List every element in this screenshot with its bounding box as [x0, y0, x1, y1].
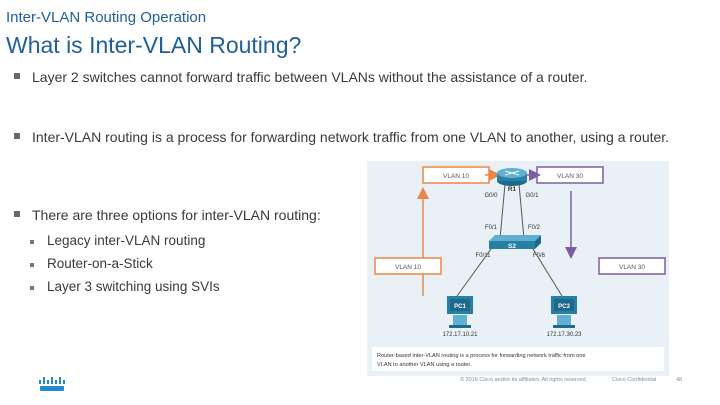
vlan30-top-label: VLAN 30: [557, 173, 583, 180]
pc1-label: PC1: [454, 304, 466, 310]
vlan10-mid-label: VLAN 10: [395, 264, 421, 271]
option-text: Legacy inter-VLAN routing: [47, 233, 206, 248]
switch-icon: [489, 235, 541, 249]
footer-classification: Cisco Confidential: [612, 377, 657, 383]
option-marker: [30, 240, 34, 244]
link-line: [456, 248, 492, 297]
switch-interface-label: F0/6: [533, 253, 546, 259]
switch-interface-label: F0/2: [528, 225, 541, 231]
vlan10-mid-box: [374, 257, 442, 275]
caption-text: VLAN to another VLAN using a router.: [377, 362, 472, 368]
pc3-icon: [551, 296, 577, 328]
bullet-marker: [14, 73, 20, 79]
section-subtitle: Inter-VLAN Routing Operation: [6, 9, 207, 26]
router-icon: [497, 168, 527, 186]
bullet-item: There are three options for inter-VLAN r…: [14, 206, 354, 224]
bullet-text: Layer 2 switches cannot forward traffic …: [32, 69, 588, 85]
link-line: [499, 183, 506, 240]
footer-copyright: © 2016 Cisco and/or its affiliates. All …: [460, 377, 588, 383]
pc3-label: PC3: [558, 304, 570, 310]
switch-interface-label: F0/1: [485, 225, 498, 231]
bullet-item: Layer 2 switches cannot forward traffic …: [14, 68, 694, 86]
bullet-marker: [14, 211, 20, 217]
switch-label: S2: [508, 243, 516, 250]
router-interface-label: G0/1: [525, 193, 539, 199]
option-marker: [30, 286, 34, 290]
router-label: R1: [508, 186, 517, 193]
caption-text: Router-based inter-VLAN routing is a pro…: [377, 353, 586, 359]
router-interface-label: G0/0: [484, 193, 498, 199]
inter-vlan-diagram: VLAN 10 VLAN 30 R1 G0/0 G0/1 S2 F0/1 F0/…: [367, 161, 669, 376]
option-text: Router-on-a-Stick: [47, 256, 153, 271]
link-line: [518, 183, 525, 240]
option-item: Legacy inter-VLAN routing: [30, 233, 205, 248]
vlan30-mid-box: [598, 257, 666, 275]
link-line: [532, 248, 563, 297]
page-title: What is Inter-VLAN Routing?: [6, 32, 302, 58]
option-item: Layer 3 switching using SVIs: [30, 279, 220, 294]
cisco-logo: [39, 377, 65, 391]
bullet-item: Inter-VLAN routing is a process for forw…: [14, 128, 694, 146]
caption-box: [372, 347, 664, 371]
pc3-ip: 172.17.30.23: [546, 332, 582, 338]
pc1-icon: [447, 296, 473, 328]
footer-page-number: 48: [676, 377, 683, 383]
pc1-ip: 172.17.10.21: [442, 332, 478, 338]
vlan10-top-label: VLAN 10: [443, 173, 469, 180]
bullet-text: Inter-VLAN routing is a process for forw…: [32, 129, 670, 145]
option-marker: [30, 263, 34, 267]
bullet-marker: [14, 133, 20, 139]
option-text: Layer 3 switching using SVIs: [47, 279, 220, 294]
option-item: Router-on-a-Stick: [30, 256, 153, 271]
bullet-text: There are three options for inter-VLAN r…: [32, 207, 321, 223]
switch-interface-label: F0/11: [476, 253, 492, 259]
vlan30-mid-label: VLAN 30: [619, 264, 645, 271]
